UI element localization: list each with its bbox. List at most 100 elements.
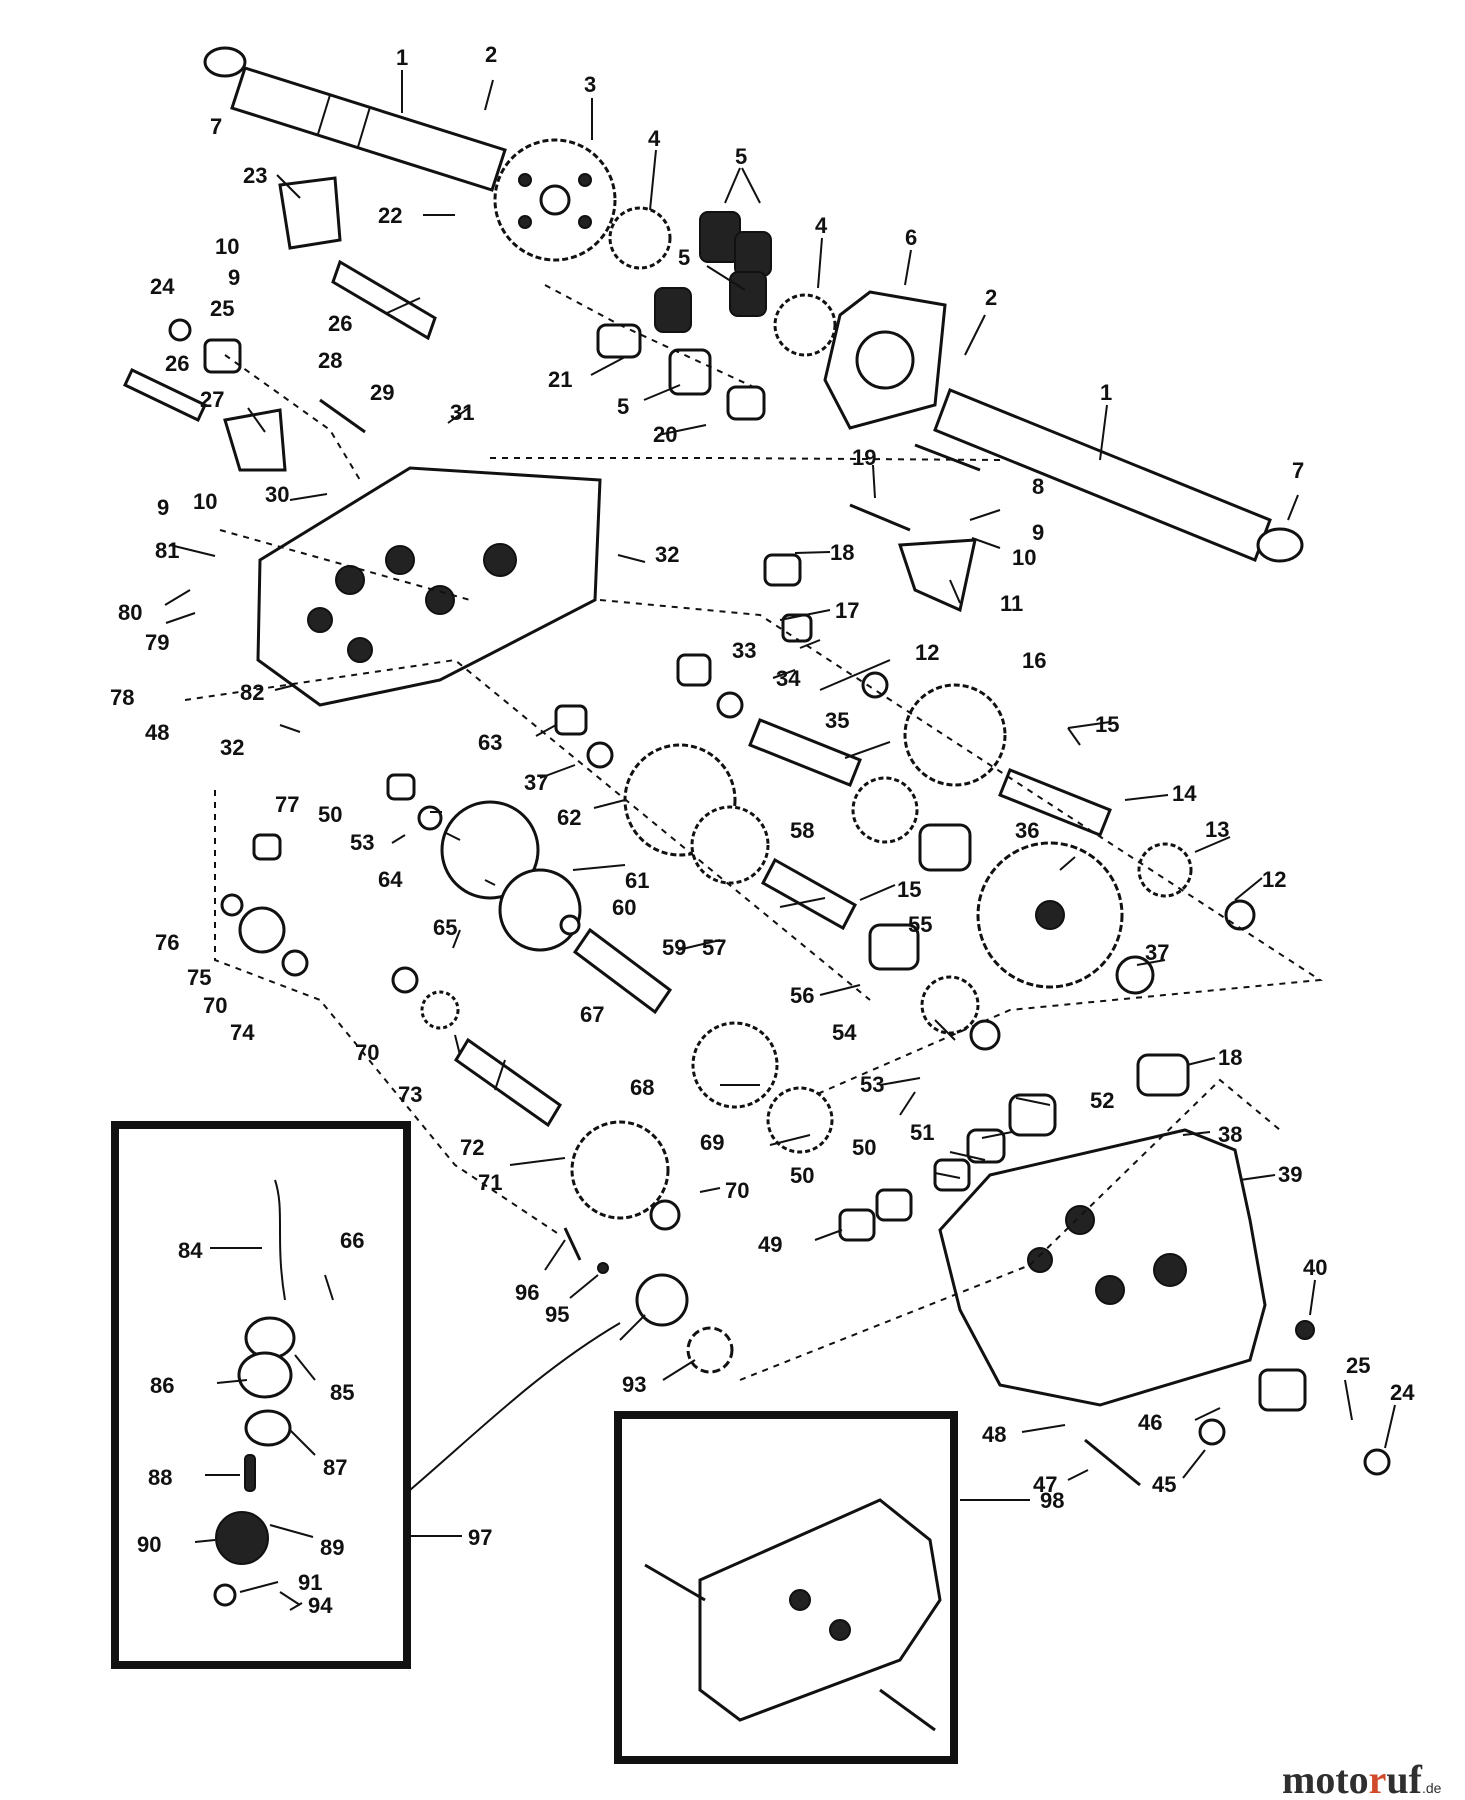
callout-29: 29	[370, 380, 394, 405]
callout-39: 39	[1278, 1162, 1302, 1187]
callout-50c: 50	[790, 1163, 814, 1188]
callout-90: 90	[137, 1532, 161, 1557]
watermark-part-c: uf	[1386, 1757, 1422, 1800]
callout-6: 6	[905, 225, 917, 250]
callout-3: 3	[584, 72, 596, 97]
callout-5c: 5	[617, 394, 629, 419]
callout-50b: 50	[852, 1135, 876, 1160]
callout-64: 64	[378, 867, 403, 892]
shaft-72-drawing	[453, 1037, 563, 1128]
callout-73: 73	[398, 1082, 422, 1107]
callout-5: 5	[735, 144, 747, 169]
callout-13: 13	[1205, 817, 1229, 842]
disc-65-drawing	[498, 868, 582, 952]
callout-25b: 25	[1346, 1353, 1370, 1378]
washer-37-drawing	[586, 741, 614, 769]
carrier-6-drawing	[823, 290, 947, 430]
gear-55-hub-drawing	[1035, 900, 1065, 930]
callout-28: 28	[318, 348, 342, 373]
callout-30: 30	[265, 482, 289, 507]
bushing-21-drawing	[596, 323, 642, 359]
callout-88: 88	[148, 1465, 172, 1490]
callout-14: 14	[1172, 781, 1197, 806]
callout-86: 86	[150, 1373, 174, 1398]
pin-28-drawing	[319, 398, 366, 434]
callout-72: 72	[460, 1135, 484, 1160]
bushing-52-drawing	[1008, 1093, 1057, 1137]
fork-27-drawing	[223, 408, 287, 472]
callout-18b: 18	[1218, 1045, 1242, 1070]
callout-98: 98	[1040, 1488, 1064, 1513]
bracket-23-drawing	[278, 176, 342, 250]
callout-85: 85	[330, 1380, 354, 1405]
pin-19-drawing	[849, 503, 911, 532]
callout-37b: 37	[1145, 940, 1169, 965]
bushing-20-drawing	[726, 385, 766, 421]
callout-24: 24	[150, 274, 175, 299]
callout-26b: 26	[165, 351, 189, 376]
shaft-top-drawing	[203, 46, 507, 192]
callout-16: 16	[1022, 648, 1046, 673]
callout-10b: 10	[193, 489, 217, 514]
ring-24b-drawing	[1363, 1448, 1391, 1476]
watermark-suffix: .de	[1422, 1780, 1442, 1796]
callout-48: 48	[145, 720, 169, 745]
bushing-51-drawing	[966, 1128, 1006, 1164]
bolt-8-drawing	[914, 443, 981, 472]
cap-92-drawing	[635, 1273, 689, 1327]
callout-25: 25	[210, 296, 234, 321]
callout-11: 11	[1000, 591, 1023, 616]
shaft-right-drawing	[933, 388, 1304, 563]
callout-50: 50	[318, 802, 342, 827]
callout-34: 34	[776, 666, 801, 691]
callout-89: 89	[320, 1535, 344, 1560]
callout-40: 40	[1303, 1255, 1327, 1280]
callout-8: 8	[1032, 474, 1044, 499]
callout-66: 66	[340, 1228, 364, 1253]
callout-70: 70	[203, 993, 227, 1018]
ring-24-drawing	[168, 318, 192, 342]
callout-60: 60	[612, 895, 636, 920]
callout-56: 56	[790, 983, 814, 1008]
callout-70c: 70	[725, 1178, 749, 1203]
callout-32: 32	[655, 542, 679, 567]
bushing-50-drawing	[386, 773, 416, 801]
callout-47: 47	[1033, 1472, 1057, 1497]
gear-61-drawing	[690, 805, 770, 885]
callout-78: 78	[110, 685, 134, 710]
callout-10: 10	[215, 234, 239, 259]
callout-76: 76	[155, 930, 179, 955]
callout-53b: 53	[860, 1072, 884, 1097]
callout-55: 55	[908, 912, 932, 937]
washer-70-drawing	[391, 966, 419, 994]
callout-65: 65	[433, 915, 457, 940]
callout-59: 59	[662, 935, 686, 960]
bolt-47-drawing	[1084, 1438, 1141, 1487]
callout-35: 35	[825, 708, 849, 733]
callout-38: 38	[1218, 1122, 1242, 1147]
gear-69-drawing	[766, 1086, 834, 1154]
callout-97: 97	[468, 1525, 492, 1550]
callout-71: 71	[478, 1170, 502, 1195]
bushing-18b-drawing	[1136, 1053, 1190, 1097]
callout-5b: 5	[678, 245, 690, 270]
callout-18: 18	[830, 540, 854, 565]
cap-45-drawing	[1198, 1418, 1226, 1446]
bushing-77-drawing	[252, 833, 282, 861]
callout-2: 2	[485, 42, 497, 67]
callout-36: 36	[1015, 818, 1039, 843]
washer-34-drawing	[716, 691, 744, 719]
callout-94: 94	[308, 1593, 333, 1618]
washer-95-drawing	[597, 1262, 609, 1274]
callout-9c: 9	[1032, 520, 1044, 545]
pinion-5c-drawing	[654, 287, 692, 333]
callout-9b: 9	[157, 495, 169, 520]
callout-1b: 1	[1100, 380, 1112, 405]
callout-7: 7	[210, 114, 222, 139]
washer-70c-drawing	[649, 1199, 681, 1231]
callout-32b: 32	[220, 735, 244, 760]
callout-23: 23	[243, 163, 267, 188]
callout-4: 4	[648, 126, 661, 151]
callout-69: 69	[700, 1130, 724, 1155]
